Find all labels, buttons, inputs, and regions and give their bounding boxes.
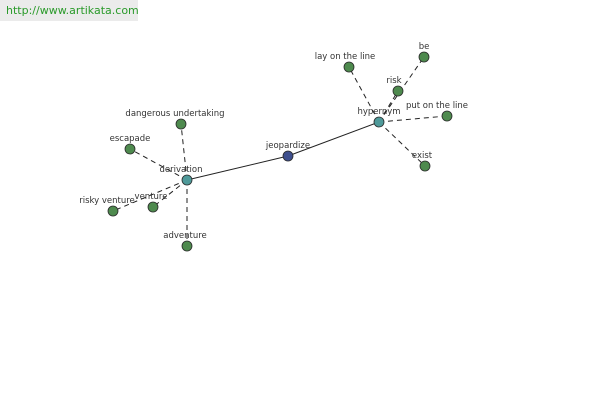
nodes-layer <box>107 51 453 252</box>
node-label-venture: venture <box>135 192 168 202</box>
node-lay-on-the-line[interactable] <box>343 61 355 73</box>
node-venture[interactable] <box>147 201 159 213</box>
edge-derivation-dangerous-undertaking <box>180 123 188 181</box>
node-label-escapade: escapade <box>110 134 151 144</box>
edge-hypernym-put-on-the-line <box>378 115 448 123</box>
node-adventure[interactable] <box>181 240 193 252</box>
node-label-dangerous-undertaking: dangerous undertaking <box>125 109 224 119</box>
node-exist[interactable] <box>419 160 431 172</box>
node-derivation[interactable] <box>181 174 193 186</box>
node-label-jeopardize: jeopardize <box>265 141 310 151</box>
node-be[interactable] <box>418 51 430 63</box>
node-label-lay-on-the-line: lay on the line <box>315 52 376 62</box>
watermark-url: http://www.artikata.com <box>0 0 139 21</box>
edge-hypernym-exist <box>378 121 426 167</box>
edge-jeopardize-derivation <box>186 155 289 181</box>
edge-hypernym-risk <box>378 90 399 123</box>
node-risk[interactable] <box>392 85 404 97</box>
node-escapade[interactable] <box>124 143 136 155</box>
node-label-risky-venture: risky venture <box>79 196 135 206</box>
edge-jeopardize-hypernym <box>287 121 380 157</box>
edge-derivation-risky-venture <box>112 179 188 212</box>
edge-hypernym-lay-on-the-line <box>348 66 380 123</box>
node-label-derivation: derivation <box>159 165 202 175</box>
node-dangerous-undertaking[interactable] <box>175 118 187 130</box>
node-label-hypernym: hypernym <box>357 107 400 117</box>
node-label-adventure: adventure <box>163 231 207 241</box>
edge-derivation-venture <box>152 179 188 208</box>
node-label-risk: risk <box>386 76 401 86</box>
node-label-be: be <box>419 42 430 52</box>
labels-layer: jeopardize derivation hypernym dangerous un… <box>79 42 468 241</box>
edges-layer <box>112 56 448 246</box>
edge-derivation-escapade <box>129 148 188 181</box>
node-label-exist: exist <box>412 151 433 161</box>
node-put-on-the-line[interactable] <box>441 110 453 122</box>
node-jeopardize[interactable] <box>282 150 294 162</box>
node-hypernym[interactable] <box>373 116 385 128</box>
node-label-put-on-the-line: put on the line <box>406 101 468 111</box>
node-risky-venture[interactable] <box>107 205 119 217</box>
